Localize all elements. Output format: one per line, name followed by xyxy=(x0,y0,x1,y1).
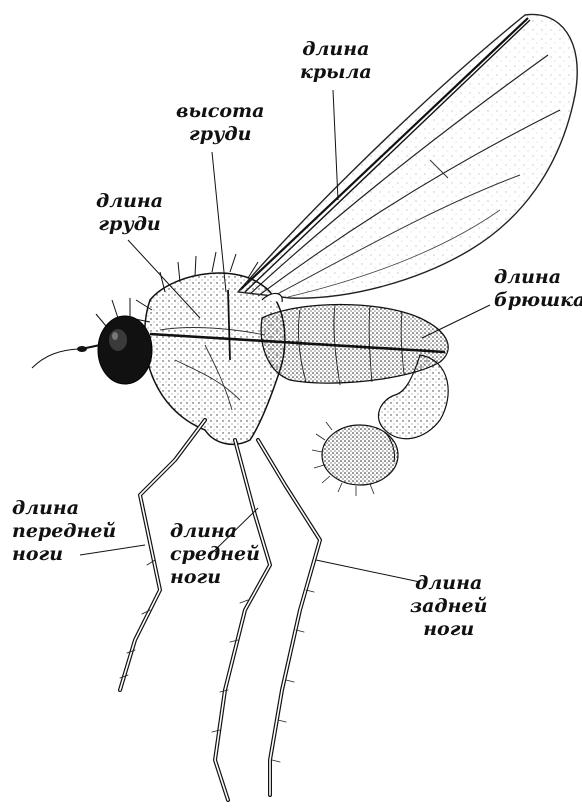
abdomen xyxy=(261,305,448,497)
thorax-height-label: высота груди xyxy=(176,100,264,146)
hindleg-length-line2: задней xyxy=(410,595,487,618)
foreleg-length-label: длина передней ноги xyxy=(12,497,116,566)
legs xyxy=(120,420,320,800)
abdomen-length-line1: длина xyxy=(494,266,582,289)
thorax-length-line1: длина xyxy=(96,190,163,213)
thorax-length-label: длина груди xyxy=(96,190,163,236)
thorax-length-line2: груди xyxy=(96,213,163,236)
wing-length-leader xyxy=(333,90,338,200)
foreleg-length-line3: ноги xyxy=(12,543,116,566)
wing-length-label: длина крыла xyxy=(300,38,372,84)
midleg-length-label: длина средней ноги xyxy=(170,520,260,589)
hindleg-length-label: длина задней ноги xyxy=(410,572,487,641)
midleg-length-line3: ноги xyxy=(170,566,260,589)
foreleg-length-line2: передней xyxy=(12,520,116,543)
head xyxy=(32,298,152,384)
abdomen-length-label: длина брюшка xyxy=(494,266,582,312)
foreleg-length-line1: длина xyxy=(12,497,116,520)
hindleg-length-line3: ноги xyxy=(410,618,487,641)
abdomen-length-leader xyxy=(422,305,490,338)
midleg-length-line2: средней xyxy=(170,543,260,566)
wing-length-line2: крыла xyxy=(300,61,372,84)
wing-length-line1: длина xyxy=(300,38,372,61)
hindleg-length-line1: длина xyxy=(410,572,487,595)
wing xyxy=(238,14,577,298)
thorax-height-line2: груди xyxy=(176,123,264,146)
thorax-height-line1: высота xyxy=(176,100,264,123)
hindleg-length-leader xyxy=(316,560,420,582)
thorax-height-leader xyxy=(212,152,226,292)
abdomen-length-line2: брюшка xyxy=(494,289,582,312)
midleg-length-line1: длина xyxy=(170,520,260,543)
